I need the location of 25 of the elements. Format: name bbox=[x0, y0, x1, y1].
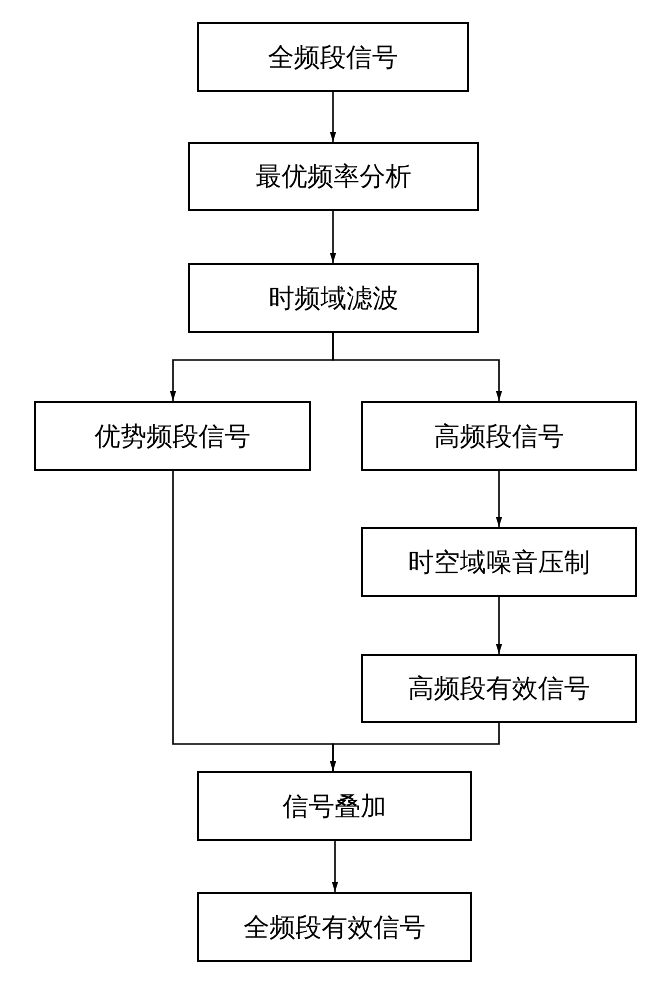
box-label: 全频段有效信号 bbox=[244, 912, 426, 944]
arrow bbox=[496, 471, 502, 527]
process-box bbox=[188, 263, 479, 333]
process-box bbox=[34, 401, 311, 471]
box-label: 最优频率分析 bbox=[256, 161, 412, 193]
box-label: 时频域滤波 bbox=[268, 282, 398, 314]
arrow bbox=[332, 333, 502, 401]
box-label: 全频段信号 bbox=[268, 42, 398, 74]
box-label: 高频段信号 bbox=[434, 420, 564, 452]
arrow bbox=[332, 841, 338, 892]
process-box bbox=[197, 771, 472, 841]
arrow bbox=[330, 211, 336, 263]
box-label: 高频段有效信号 bbox=[408, 673, 590, 705]
process-box bbox=[188, 142, 479, 211]
process-box bbox=[361, 401, 637, 471]
box-label: 信号叠加 bbox=[282, 790, 386, 822]
box-label: 时空域噪音压制 bbox=[408, 546, 590, 578]
process-box bbox=[361, 654, 637, 723]
process-box bbox=[197, 892, 472, 962]
process-box bbox=[197, 22, 469, 92]
box-label: 优势频段信号 bbox=[94, 420, 250, 452]
arrow bbox=[330, 92, 336, 142]
process-box bbox=[361, 527, 637, 597]
arrow bbox=[330, 723, 500, 771]
arrow bbox=[496, 597, 502, 654]
